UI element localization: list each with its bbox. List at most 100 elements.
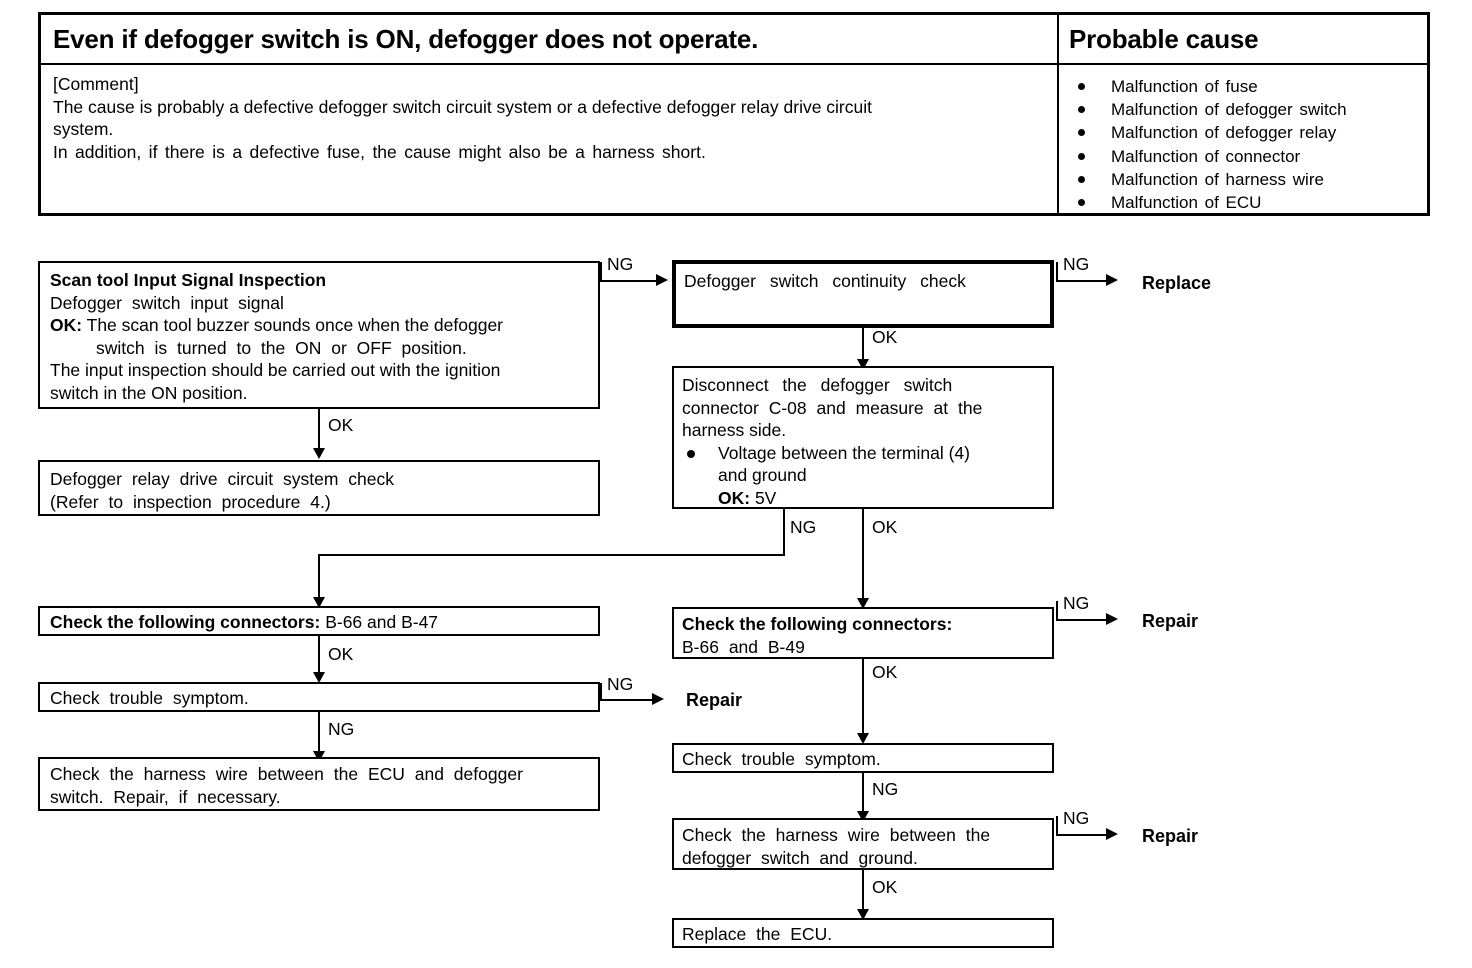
arrow-right-icon bbox=[1106, 613, 1118, 625]
label-ng: NG bbox=[1063, 593, 1090, 613]
label-ok: OK bbox=[872, 517, 898, 537]
disconnect-bullet1b: and ground bbox=[718, 465, 807, 485]
comment-line: In addition, if there is a defective fus… bbox=[53, 141, 706, 162]
label-ng: NG bbox=[328, 719, 355, 739]
box-check-connectors-left: Check the following connectors: B-66 and… bbox=[38, 606, 600, 636]
harness-right-line2: defogger switch and ground. bbox=[682, 847, 918, 868]
disconnect-line3: harness side. bbox=[682, 420, 787, 440]
endpoint-replace: Replace bbox=[1142, 273, 1212, 293]
label-ng: NG bbox=[1063, 254, 1090, 274]
label-ok: OK bbox=[872, 662, 898, 682]
box-disconnect-measure: Disconnect the defogger switch connector… bbox=[672, 366, 1054, 509]
bullet-icon bbox=[687, 449, 695, 458]
harness-right-line1: Check the harness wire between the bbox=[682, 825, 991, 845]
arrow-down-icon bbox=[313, 448, 325, 459]
bullet-icon bbox=[1078, 106, 1085, 114]
scan-tool-line6: switch in the ON position. bbox=[50, 382, 248, 403]
arrow-right-icon bbox=[656, 274, 668, 286]
arrow-down-icon bbox=[313, 751, 325, 762]
bullet-icon bbox=[1078, 129, 1085, 137]
cause-label: Malfunction of fuse bbox=[1111, 77, 1258, 96]
disconnect-ok-value: 5V bbox=[754, 487, 777, 508]
scan-tool-line5: The input inspection should be carried o… bbox=[50, 360, 501, 380]
trouble-right-line1: Check trouble symptom. bbox=[682, 749, 881, 769]
cause-label: Malfunction of defogger switch bbox=[1111, 100, 1347, 120]
replace-ecu-line1: Replace the ECU. bbox=[682, 924, 833, 944]
bullet-icon bbox=[1078, 199, 1085, 207]
box-check-harness-right: Check the harness wire between the defog… bbox=[672, 818, 1054, 870]
connector-line bbox=[318, 554, 785, 556]
label-ng: NG bbox=[607, 254, 634, 274]
list-item: Malfunction of defogger switch bbox=[1069, 98, 1419, 121]
comment-label: [Comment] bbox=[53, 74, 139, 94]
connector-line bbox=[1056, 601, 1058, 619]
scan-tool-line2: Defogger switch input signal bbox=[50, 292, 284, 313]
cause-label: Malfunction of harness wire bbox=[1111, 169, 1324, 189]
endpoint-repair-right-2: Repair bbox=[1142, 826, 1199, 846]
connectors-left-bold: Check the following connectors: bbox=[50, 612, 321, 632]
table-header-row bbox=[41, 15, 1427, 65]
label-ng: NG bbox=[607, 674, 634, 694]
symptom-cause-table: Even if defogger switch is ON, defogger … bbox=[38, 12, 1430, 216]
connector-line bbox=[318, 712, 320, 755]
connector-line bbox=[1056, 280, 1112, 282]
scan-tool-ok-line1: The scan tool buzzer sounds once when th… bbox=[86, 315, 504, 335]
harness-left-line2: switch. Repair, if necessary. bbox=[50, 786, 281, 807]
connector-line bbox=[862, 773, 864, 814]
list-item: Malfunction of fuse bbox=[1069, 75, 1419, 98]
connector-line bbox=[862, 328, 864, 362]
label-ok: OK bbox=[328, 415, 354, 435]
connector-line bbox=[862, 509, 864, 601]
arrow-right-icon bbox=[652, 693, 664, 705]
label-ng: NG bbox=[790, 517, 817, 537]
arrow-down-icon bbox=[857, 811, 869, 822]
arrow-down-icon bbox=[857, 909, 869, 920]
bullet-icon bbox=[1078, 152, 1085, 160]
arrow-down-icon bbox=[857, 359, 869, 370]
connector-line bbox=[318, 409, 320, 451]
box-scan-tool-inspection: Scan tool Input Signal Inspection Defogg… bbox=[38, 261, 600, 409]
connectors-right-bold: Check the following connectors: bbox=[682, 614, 953, 634]
disconnect-ok-prefix: OK: bbox=[718, 487, 751, 508]
trouble-left-line1: Check trouble symptom. bbox=[50, 688, 249, 708]
table-column-divider bbox=[1057, 15, 1059, 213]
connector-line bbox=[600, 280, 662, 282]
disconnect-bullet-item: Voltage between the terminal (4) bbox=[682, 442, 1046, 465]
continuity-line1: Defogger switch continuity check bbox=[684, 271, 966, 291]
label-ok: OK bbox=[872, 327, 898, 347]
connector-line bbox=[318, 554, 320, 600]
connector-line bbox=[1056, 619, 1112, 621]
connector-line bbox=[600, 699, 658, 701]
label-ok: OK bbox=[872, 877, 898, 897]
arrow-right-icon bbox=[1106, 828, 1118, 840]
label-ng: NG bbox=[872, 779, 899, 799]
probable-cause-list: Malfunction of fuse Malfunction of defog… bbox=[1069, 75, 1419, 214]
disconnect-line1: Disconnect the defogger switch bbox=[682, 375, 953, 395]
arrow-right-icon bbox=[1106, 274, 1118, 286]
list-item: Malfunction of ECU bbox=[1069, 191, 1419, 214]
connectors-left-plain: B-66 and B-47 bbox=[325, 612, 439, 632]
relay-drive-line1: Defogger relay drive circuit system chec… bbox=[50, 469, 394, 489]
box-relay-drive-check: Defogger relay drive circuit system chec… bbox=[38, 460, 600, 516]
list-item: Malfunction of harness wire bbox=[1069, 168, 1419, 191]
connector-line bbox=[1056, 834, 1112, 836]
label-ok: OK bbox=[328, 644, 354, 664]
box-check-connectors-right: Check the following connectors: B-66 and… bbox=[672, 607, 1054, 659]
endpoint-repair-right-1: Repair bbox=[1142, 611, 1199, 631]
list-item: Malfunction of defogger relay bbox=[1069, 121, 1419, 144]
box-check-trouble-symptom-right: Check trouble symptom. bbox=[672, 743, 1054, 773]
cause-label: Malfunction of ECU bbox=[1111, 193, 1262, 213]
arrow-down-icon bbox=[313, 597, 325, 608]
endpoint-repair-left: Repair bbox=[686, 690, 743, 710]
connector-line bbox=[1056, 262, 1058, 280]
arrow-down-icon bbox=[313, 672, 325, 683]
connector-line bbox=[318, 636, 320, 675]
connector-line bbox=[783, 509, 785, 555]
connector-line bbox=[862, 659, 864, 736]
connector-line bbox=[862, 870, 864, 912]
connector-line bbox=[600, 683, 602, 699]
scan-tool-title: Scan tool Input Signal Inspection bbox=[50, 270, 327, 290]
connector-line bbox=[1056, 816, 1058, 834]
label-ng: NG bbox=[1063, 808, 1090, 828]
